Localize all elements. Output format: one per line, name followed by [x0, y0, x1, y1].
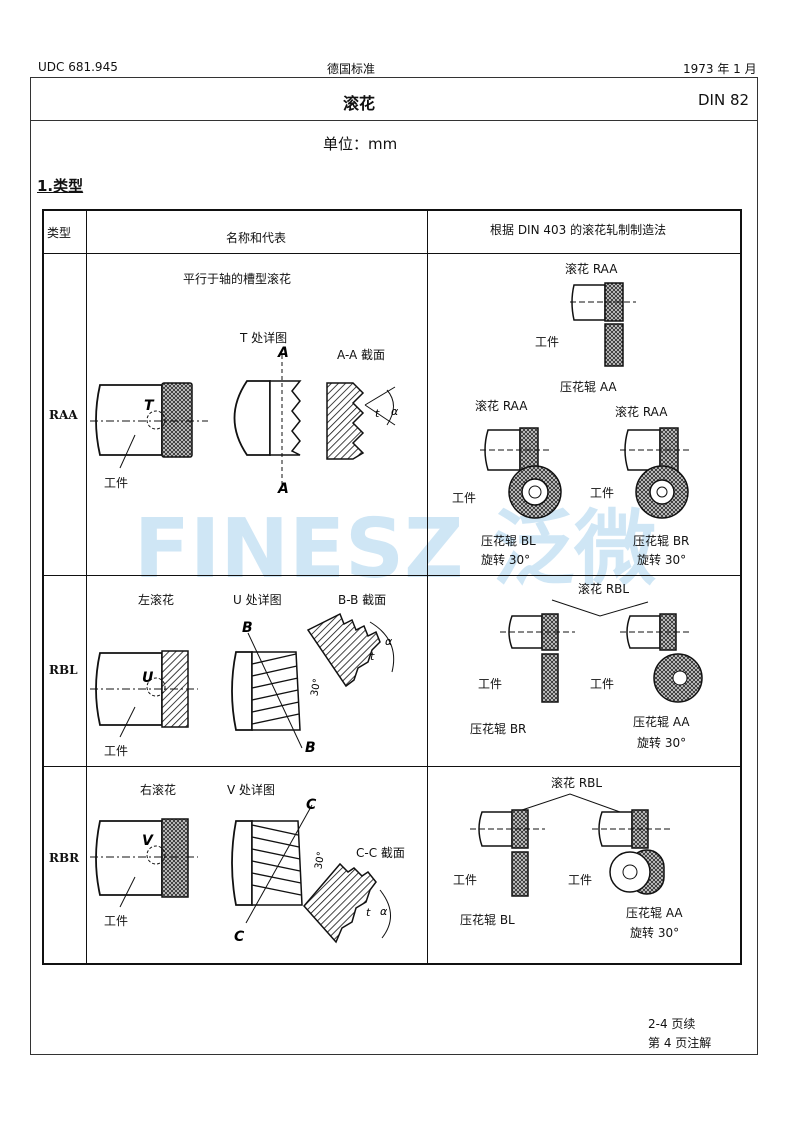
standard-category: 德国标准 [327, 62, 376, 76]
raa-m-top-roller: 压花辊 AA [560, 380, 617, 394]
header-type: 类型 [47, 226, 72, 240]
rbl-description: 左滚花 [138, 593, 175, 607]
rbr-angle: α [380, 905, 388, 918]
udc-number: UDC 681.945 [38, 60, 118, 74]
col-divider-1 [86, 210, 87, 964]
rbl-detail-label: U 处详图 [233, 593, 282, 607]
raa-m-top-work: 工件 [535, 335, 560, 349]
rbl-cut-top: B [242, 620, 253, 636]
knurl-types-table [42, 209, 742, 965]
rbr-m-rot: 旋转 30° [630, 926, 680, 940]
rbr-pitch: t [366, 906, 371, 919]
rbr-m-knurl: 滚花 RBL [551, 776, 603, 790]
rbr-detail-letter: V [142, 833, 154, 849]
rbl-m-rot: 旋转 30° [637, 736, 687, 750]
rbr-section-label: C-C 截面 [356, 846, 405, 860]
rbl-pitch: t [370, 650, 375, 663]
rbr-workpiece-label: 工件 [104, 914, 129, 928]
rbr-description: 右滚花 [140, 783, 177, 797]
raa-section-drawing: α t [326, 382, 399, 460]
raa-detail-letter: T [144, 398, 155, 414]
watermark-text: FINESZ 泛微 [134, 502, 656, 597]
unit-label: 单位：mm [323, 135, 398, 153]
rbr-detail-drawing: C C 30° [231, 797, 327, 945]
rbl-angle-30: 30° [309, 678, 323, 697]
raa-m-top-knurl: 滚花 RAA [565, 262, 618, 276]
type-rbl: RBL [49, 663, 78, 677]
title-divider [30, 120, 757, 121]
raa-m-left-drawing [480, 427, 562, 519]
raa-detail-drawing: A A [233, 345, 302, 497]
raa-m-right-work: 工件 [590, 486, 615, 500]
rbl-m-work-right: 工件 [590, 677, 615, 691]
raa-m-right-drawing [620, 427, 692, 519]
rbl-angle: α [385, 635, 393, 648]
row-divider-1 [43, 575, 741, 576]
raa-detail-label: T 处详图 [240, 331, 288, 345]
rbl-workpiece-label: 工件 [104, 744, 129, 758]
type-raa: RAA [49, 408, 78, 422]
raa-section-label: A-A 截面 [337, 348, 386, 362]
rbl-cut-bottom: B [305, 740, 316, 756]
raa-m-left-knurl: 滚花 RAA [475, 399, 528, 413]
raa-cut-bottom: A [277, 481, 289, 497]
rbl-m-roller-right: 压花辊 AA [633, 715, 690, 729]
rbr-m-work-left: 工件 [453, 873, 478, 887]
issue-date: 1973 年 1 月 [683, 62, 757, 76]
raa-m-left-roller: 压花辊 BL [481, 534, 536, 548]
raa-workpiece-label: 工件 [104, 476, 129, 490]
raa-description: 平行于轴的槽型滚花 [183, 272, 292, 286]
annotation-note: 第 4 页注解 [648, 1036, 712, 1050]
raa-m-left-work: 工件 [452, 491, 477, 505]
rbl-m-knurl: 滚花 RBL [578, 582, 630, 596]
raa-pitch: t [375, 407, 380, 420]
din-number: DIN 82 [698, 91, 750, 109]
raa-cut-top: A [277, 345, 289, 361]
header-divider [43, 253, 741, 254]
rbl-m-drawing [500, 599, 703, 703]
page-frame [30, 77, 758, 1055]
type-rbr: RBR [49, 851, 80, 865]
header-method: 根据 DIN 403 的滚花轧制制造法 [490, 223, 667, 237]
continued-note: 2-4 页续 [648, 1017, 696, 1031]
rbr-section-drawing: α t [303, 862, 391, 944]
rbl-detail-drawing: B B 30° [231, 620, 323, 756]
section-heading: 1.类型 [37, 177, 84, 195]
rbr-cut-top: C [306, 797, 317, 813]
page-title: 滚花 [343, 94, 376, 113]
rbl-section-label: B-B 截面 [338, 593, 387, 607]
rbl-section-drawing: α t [306, 612, 395, 688]
rbr-cut-bottom: C [234, 929, 245, 945]
row-divider-2 [43, 766, 741, 767]
raa-m-left-rot: 旋转 30° [481, 553, 531, 567]
rbl-m-work-left: 工件 [478, 677, 503, 691]
raa-m-right-roller: 压花辊 BR [633, 534, 690, 548]
rbr-workpiece-drawing: V [90, 818, 198, 908]
rbl-workpiece-drawing: U [90, 650, 198, 738]
watermark: FINESZ 泛微 [134, 502, 656, 597]
raa-angle: α [391, 405, 399, 418]
rbr-m-drawing [470, 793, 670, 897]
raa-m-right-rot: 旋转 30° [637, 553, 687, 567]
raa-m-right-knurl: 滚花 RAA [615, 405, 668, 419]
raa-m-top-drawing [570, 282, 636, 367]
raa-workpiece-drawing: T [90, 382, 208, 469]
rbr-detail-label: V 处详图 [227, 783, 276, 797]
rbr-m-roller-right: 压花辊 AA [626, 906, 683, 920]
rbr-m-work-right: 工件 [568, 873, 593, 887]
rbl-detail-letter: U [142, 670, 154, 686]
rbl-m-roller-left: 压花辊 BR [470, 722, 527, 736]
header-name: 名称和代表 [226, 231, 287, 245]
rbr-m-roller-left: 压花辊 BL [460, 913, 515, 927]
rbr-angle-30: 30° [313, 851, 327, 870]
col-divider-2 [427, 210, 428, 964]
